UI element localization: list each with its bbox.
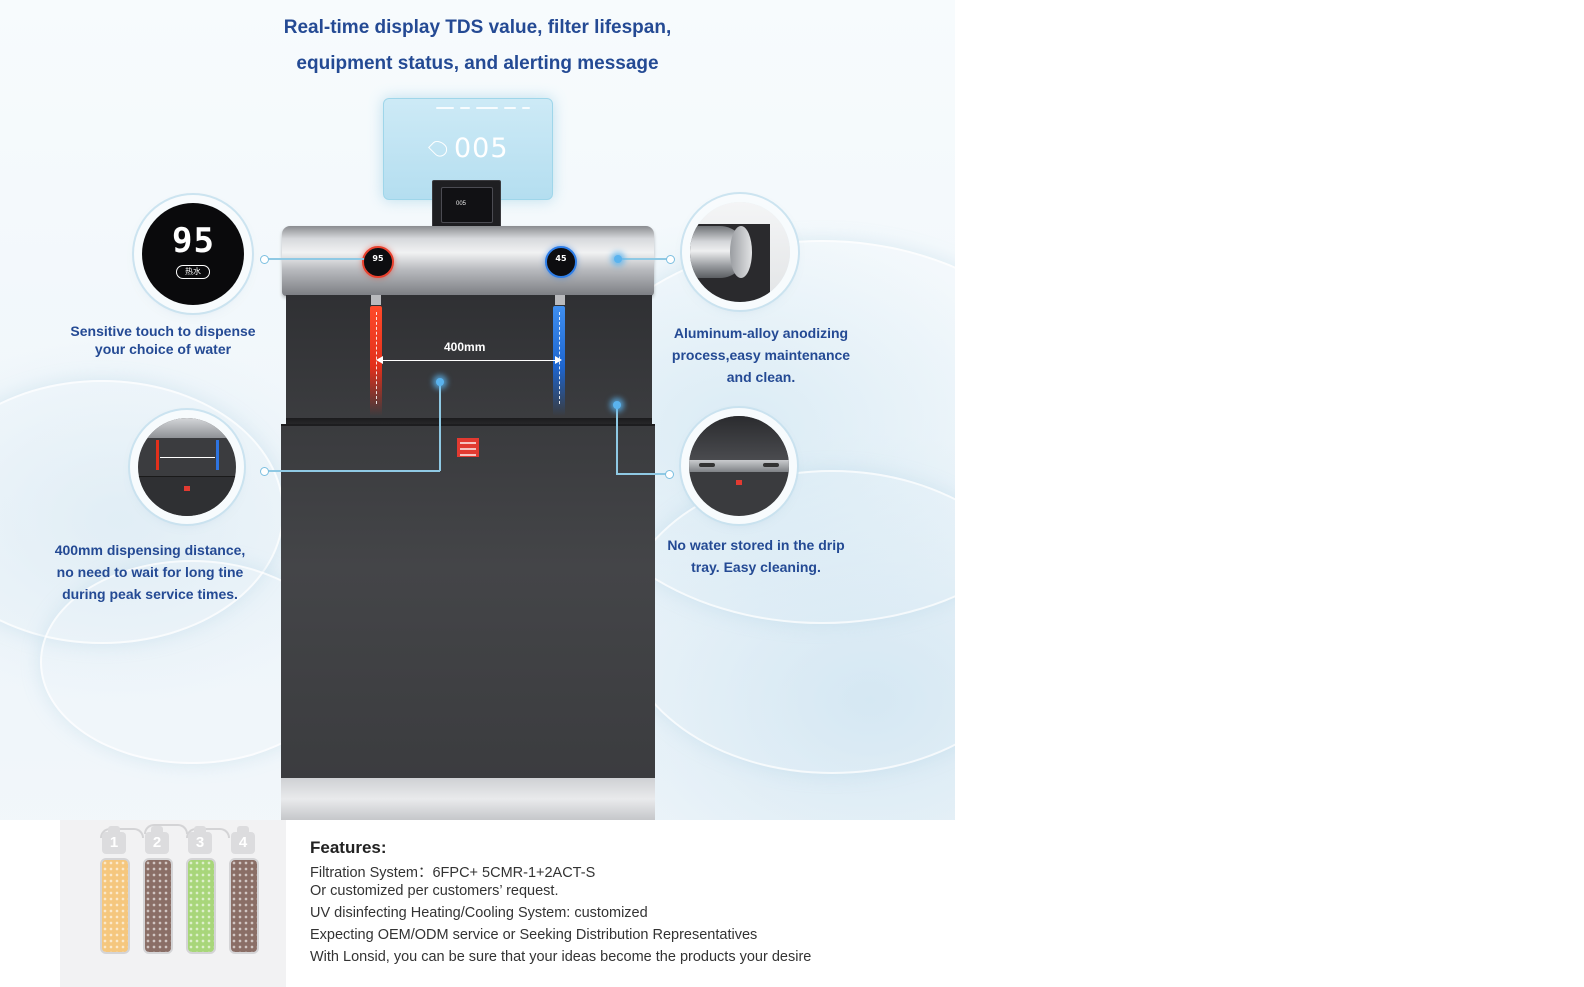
tds-value: 005 xyxy=(454,133,509,164)
headline-line-1: Real-time display TDS value, filter life… xyxy=(283,17,672,38)
highlight-dot xyxy=(614,255,622,263)
feature-line: With Lonsid, you can be sure that your i… xyxy=(310,949,812,965)
leader-dot xyxy=(666,255,675,264)
distance-callout-line-1: 400mm dispensing distance, xyxy=(54,542,246,558)
touch-callout-line-1: Sensitive touch to dispense xyxy=(70,323,256,339)
headline-line-2: equipment status, and alerting message xyxy=(296,53,659,74)
dispensing-distance-closeup xyxy=(138,418,236,516)
closeup-hot-stream xyxy=(156,440,159,470)
touch-callout-line-2: your choice of water xyxy=(94,341,232,357)
closeup-dimension-line xyxy=(160,457,215,458)
lower-cabinet xyxy=(281,424,655,780)
filter-number: 3 xyxy=(188,832,212,854)
dimension-arrow-left xyxy=(376,356,383,364)
drip-slot xyxy=(699,463,715,467)
highlight-dot xyxy=(613,401,621,409)
leader-line-distance-h xyxy=(268,470,440,472)
drip-callout-line-1: No water stored in the drip xyxy=(667,537,845,553)
leader-dot xyxy=(665,470,674,479)
filter-pipe xyxy=(144,824,188,834)
hot-tap xyxy=(371,295,381,305)
dimension-line xyxy=(378,360,559,361)
filter-cartridges: 1 2 3 4 xyxy=(60,820,286,987)
closeup-brand-label xyxy=(184,486,190,491)
temperature-digits: 95 xyxy=(172,221,215,261)
aluminum-top-housing xyxy=(282,226,654,296)
leader-dot xyxy=(260,467,269,476)
head-screen-panel: 005 xyxy=(441,187,493,223)
feature-line: Expecting OEM/ODM service or Seeking Dis… xyxy=(310,927,758,943)
alloy-callout-line-1: Aluminum-alloy anodizing xyxy=(673,325,849,341)
leader-line-alloy xyxy=(621,258,667,260)
touch-display-closeup: 95 热水 xyxy=(142,203,244,305)
closeup-top-housing xyxy=(138,418,236,438)
leader-line-drip-h xyxy=(616,473,666,475)
filter-cap xyxy=(237,826,249,832)
aluminum-alloy-closeup xyxy=(690,202,790,302)
head-screen-value: 005 xyxy=(456,201,467,207)
features-title: Features: xyxy=(310,838,387,857)
closeup-brand-label xyxy=(736,480,742,485)
filter-number: 2 xyxy=(145,832,169,854)
hot-water-touch-button[interactable]: 95 xyxy=(362,246,394,278)
distance-callout-line-2: no need to wait for long tine xyxy=(56,564,244,580)
status-bar xyxy=(436,105,548,111)
closeup-chamber xyxy=(689,416,789,460)
filter-cartridge-4 xyxy=(229,858,259,954)
filter-cap xyxy=(151,826,163,832)
leader-dot xyxy=(260,255,269,264)
drip-tray-closeup xyxy=(689,416,789,516)
brand-label xyxy=(457,438,479,457)
drip-slot xyxy=(763,463,779,467)
feature-line: Or customized per customers’ request. xyxy=(310,883,559,899)
alloy-cylinder-end xyxy=(730,226,752,278)
filter-cap xyxy=(194,826,206,832)
cold-tap xyxy=(555,295,565,305)
filter-cartridge-3 xyxy=(186,858,216,954)
filter-number: 1 xyxy=(102,832,126,854)
feature-line: Filtration System：6FPC+ 5CMR-1+2ACT-S xyxy=(310,865,596,881)
filter-number: 4 xyxy=(231,832,255,854)
filter-cartridge-1 xyxy=(100,858,130,954)
drip-callout-line-2: tray. Easy cleaning. xyxy=(691,559,821,575)
leader-line-touch xyxy=(268,258,364,260)
drip-tray-edge xyxy=(286,418,652,426)
filter-cartridge-2 xyxy=(143,858,173,954)
base-plate xyxy=(281,778,655,820)
leader-line-drip-v xyxy=(616,406,618,474)
filter-pipe xyxy=(100,828,144,838)
highlight-dot xyxy=(436,378,444,386)
cold-water-touch-button[interactable]: 45 xyxy=(545,246,577,278)
water-drop-icon xyxy=(428,137,450,160)
dimension-arrow-right xyxy=(555,356,562,364)
dimension-label: 400mm xyxy=(444,340,486,354)
alloy-callout-line-2: process,easy maintenance xyxy=(671,347,851,363)
machine-head-screen: 005 xyxy=(432,180,501,230)
closeup-cold-stream xyxy=(216,440,219,470)
closeup-cabinet xyxy=(138,476,236,516)
alloy-callout-line-3: and clean. xyxy=(726,369,796,385)
distance-callout-line-3: during peak service times. xyxy=(62,586,238,602)
feature-line: UV disinfecting Heating/Cooling System: … xyxy=(310,905,648,921)
filter-cap xyxy=(108,826,120,832)
leader-line-distance-v xyxy=(439,384,441,471)
hot-water-tag: 热水 xyxy=(176,265,210,279)
